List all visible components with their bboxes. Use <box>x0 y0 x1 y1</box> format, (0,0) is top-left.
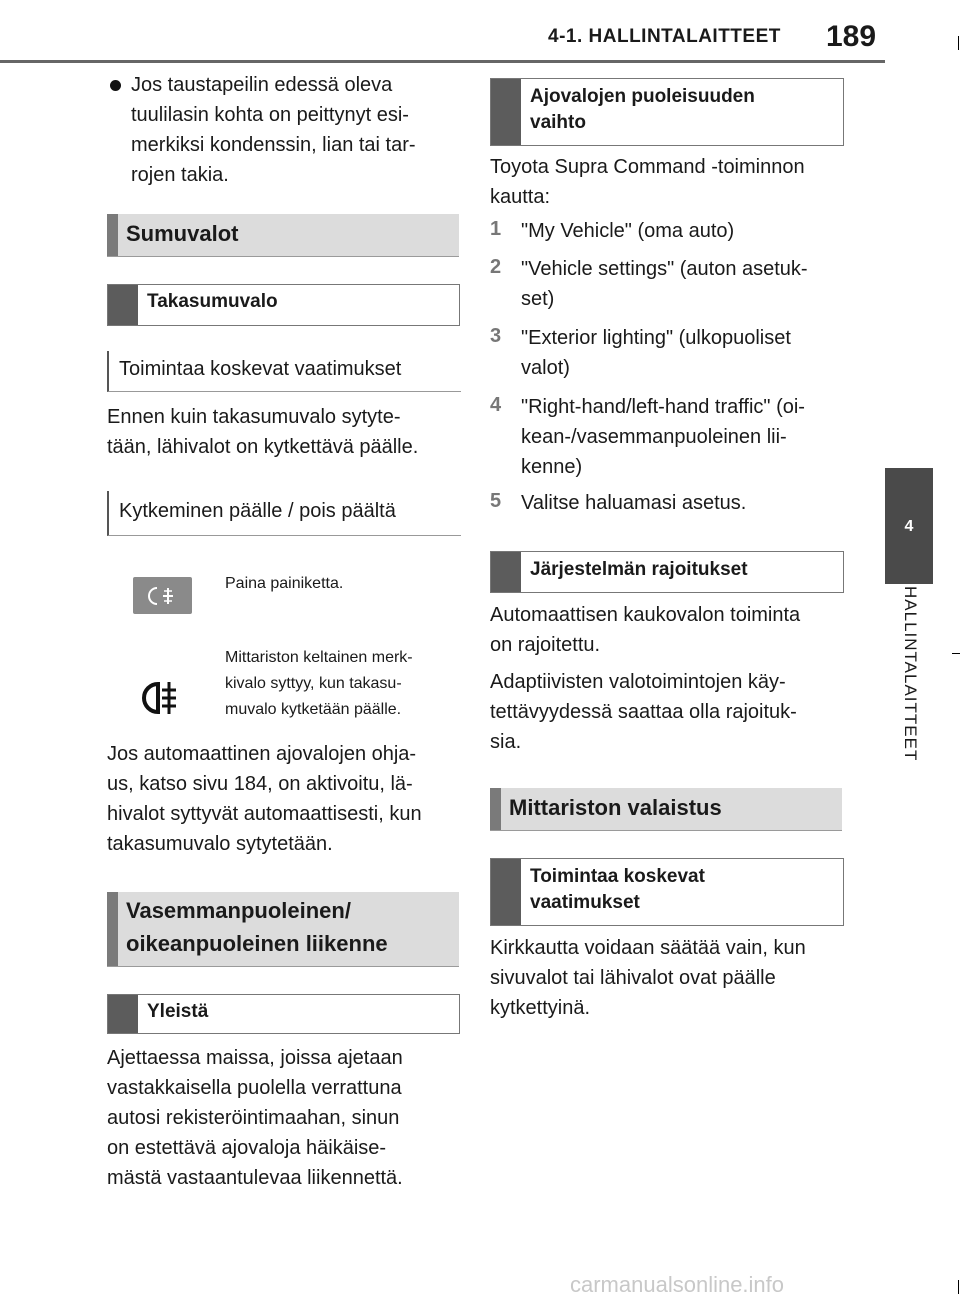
heading-limits: Järjestelmän rajoitukset <box>490 551 844 593</box>
section-title: 4-1. HALLINTALAITTEET <box>548 26 781 47</box>
heading-traffic: Vasemmanpuoleinen/ oikeanpuoleinen liike… <box>107 892 459 967</box>
heading-rear-fog: Takasumuvalo <box>107 284 460 326</box>
press-button-text: Paina painiketta. <box>225 575 344 592</box>
crop-mark <box>952 653 960 654</box>
heading-requirements: Toimintaa koskevat vaatimukset <box>107 351 461 392</box>
watermark: carmanualsonline.info <box>570 1272 785 1297</box>
command-text: Toyota Supra Command -toiminnon kautta: <box>490 156 805 208</box>
chapter-number: 4 <box>904 518 914 535</box>
crop-mark <box>958 36 959 50</box>
step-text: "Vehicle settings" (auton asetuk- set) <box>521 258 808 310</box>
step-number: 3 <box>490 325 502 347</box>
heading-fog-lights: Sumuvalot <box>107 214 459 257</box>
page-number: 189 <box>826 20 877 53</box>
bullet-icon <box>110 80 121 91</box>
step-number: 1 <box>490 218 502 240</box>
brightness-text: Kirkkautta voidaan säätää vain, kun sivu… <box>490 937 806 1019</box>
header-rule <box>0 60 885 63</box>
step-text: "My Vehicle" (oma auto) <box>521 220 735 242</box>
heading-side-change: Ajovalojen puoleisuuden vaihto <box>490 78 844 146</box>
chapter-tab <box>885 468 933 584</box>
crop-mark <box>958 1280 959 1294</box>
heading-requirements-2: Toimintaa koskevat vaatimukset <box>490 858 844 926</box>
step-text: Valitse haluamasi asetus. <box>521 492 747 514</box>
fog-button-icon <box>133 577 192 614</box>
heading-instrument-lighting: Mittariston valaistus <box>490 788 842 831</box>
step-text: "Exterior lighting" (ulkopuoliset valot) <box>521 327 791 379</box>
general-text: Ajettaessa maissa, joissa ajetaan vastak… <box>107 1047 403 1189</box>
auto-headlight-text: Jos automaattinen ajovalojen ohja- us, k… <box>107 743 422 855</box>
heading-general: Yleistä <box>107 994 460 1034</box>
step-number: 5 <box>490 490 502 512</box>
bullet-paragraph: Jos taustapeilin edessä oleva tuulilasin… <box>131 74 416 186</box>
limits-text-2: Adaptiivisten valotoimintojen käy- tettä… <box>490 671 797 753</box>
step-text: "Right-hand/left-hand traffic" (oi- kean… <box>521 396 805 478</box>
step-number: 4 <box>490 394 502 416</box>
limits-text-1: Automaattisen kaukovalon toiminta on raj… <box>490 604 801 656</box>
rear-fog-indicator-icon <box>138 678 192 718</box>
heading-switch: Kytkeminen päälle / pois päältä <box>107 491 461 536</box>
step-number: 2 <box>490 256 502 278</box>
requirements-text: Ennen kuin takasumuvalo sytyte- tään, lä… <box>107 406 419 458</box>
indicator-text: Mittariston keltainen merk- kivalo sytty… <box>225 649 413 718</box>
chapter-label: HALLINTALAITTEET <box>901 586 920 762</box>
